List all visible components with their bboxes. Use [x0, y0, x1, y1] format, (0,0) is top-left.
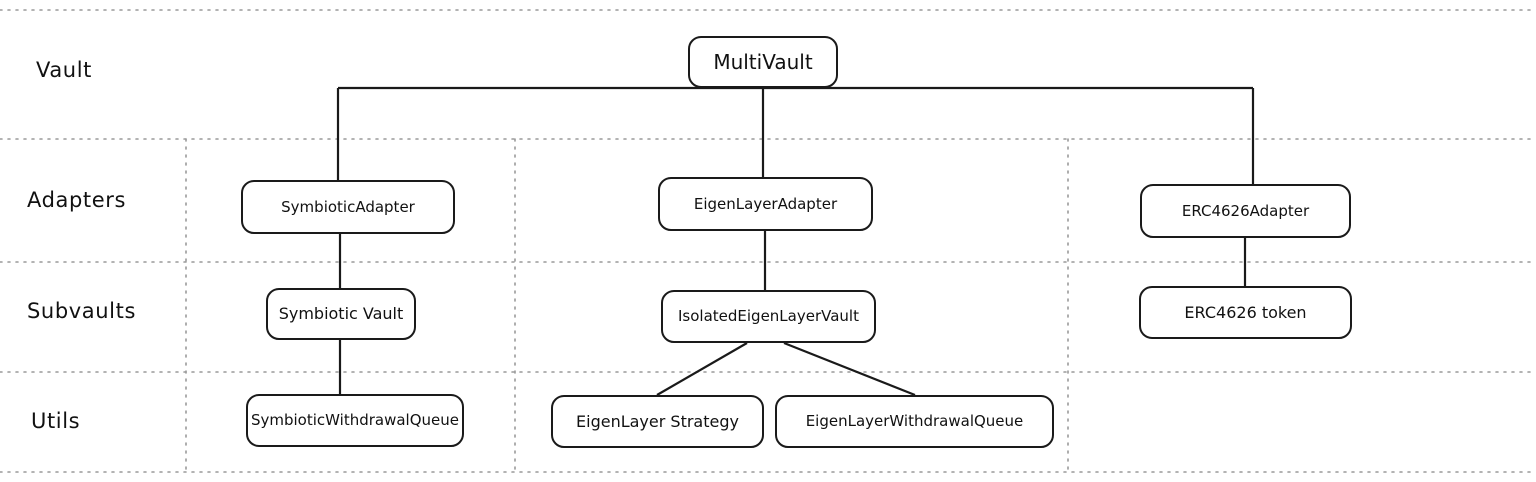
- node-label-erc4626-adapter: ERC4626Adapter: [1181, 201, 1310, 220]
- lane-label-utils: Utils: [31, 409, 81, 433]
- lane-label-vault: Vault: [36, 58, 92, 82]
- node-label-eigenlayer-withdrawal-queue: EigenLayerWithdrawalQueue: [805, 412, 1024, 430]
- lane-label-subvaults: Subvaults: [27, 299, 136, 323]
- node-symbiotic-withdrawal-queue[interactable]: SymbioticWithdrawalQueue: [246, 394, 464, 447]
- node-erc4626-token[interactable]: ERC4626 token: [1139, 286, 1352, 339]
- node-multivault[interactable]: MultiVault: [688, 36, 838, 88]
- node-symbiotic-vault[interactable]: Symbiotic Vault: [266, 288, 416, 340]
- node-label-multivault: MultiVault: [713, 50, 813, 74]
- node-eigenlayer-withdrawal-queue[interactable]: EigenLayerWithdrawalQueue: [775, 395, 1054, 448]
- node-label-symbiotic-adapter: SymbioticAdapter: [281, 197, 415, 216]
- node-eigenlayer-strategy[interactable]: EigenLayer Strategy: [551, 395, 764, 448]
- node-label-eigenlayer-strategy: EigenLayer Strategy: [576, 411, 739, 431]
- node-label-symbiotic-vault: Symbiotic Vault: [278, 304, 404, 323]
- connector-isolated-vault-to-withdrawal-queue: [783, 341, 916, 397]
- lane-label-adapters: Adapters: [27, 188, 127, 212]
- node-isolated-eigenlayer-vault[interactable]: IsolatedEigenLayerVault: [661, 290, 876, 343]
- swimlane-grid: [0, 9, 1536, 473]
- node-label-isolated-eigenlayer-vault: IsolatedEigenLayerVault: [678, 307, 859, 325]
- node-label-eigenlayer-adapter: EigenLayerAdapter: [693, 194, 838, 213]
- node-symbiotic-adapter[interactable]: SymbioticAdapter: [241, 180, 455, 234]
- node-eigenlayer-adapter[interactable]: EigenLayerAdapter: [658, 177, 873, 231]
- connector-lines: [336, 86, 1255, 397]
- node-label-erc4626-token: ERC4626 token: [1184, 302, 1307, 322]
- node-label-symbiotic-withdrawal-queue: SymbioticWithdrawalQueue: [250, 411, 459, 429]
- connector-isolated-vault-to-strategy: [656, 342, 748, 396]
- node-erc4626-adapter[interactable]: ERC4626Adapter: [1140, 184, 1351, 238]
